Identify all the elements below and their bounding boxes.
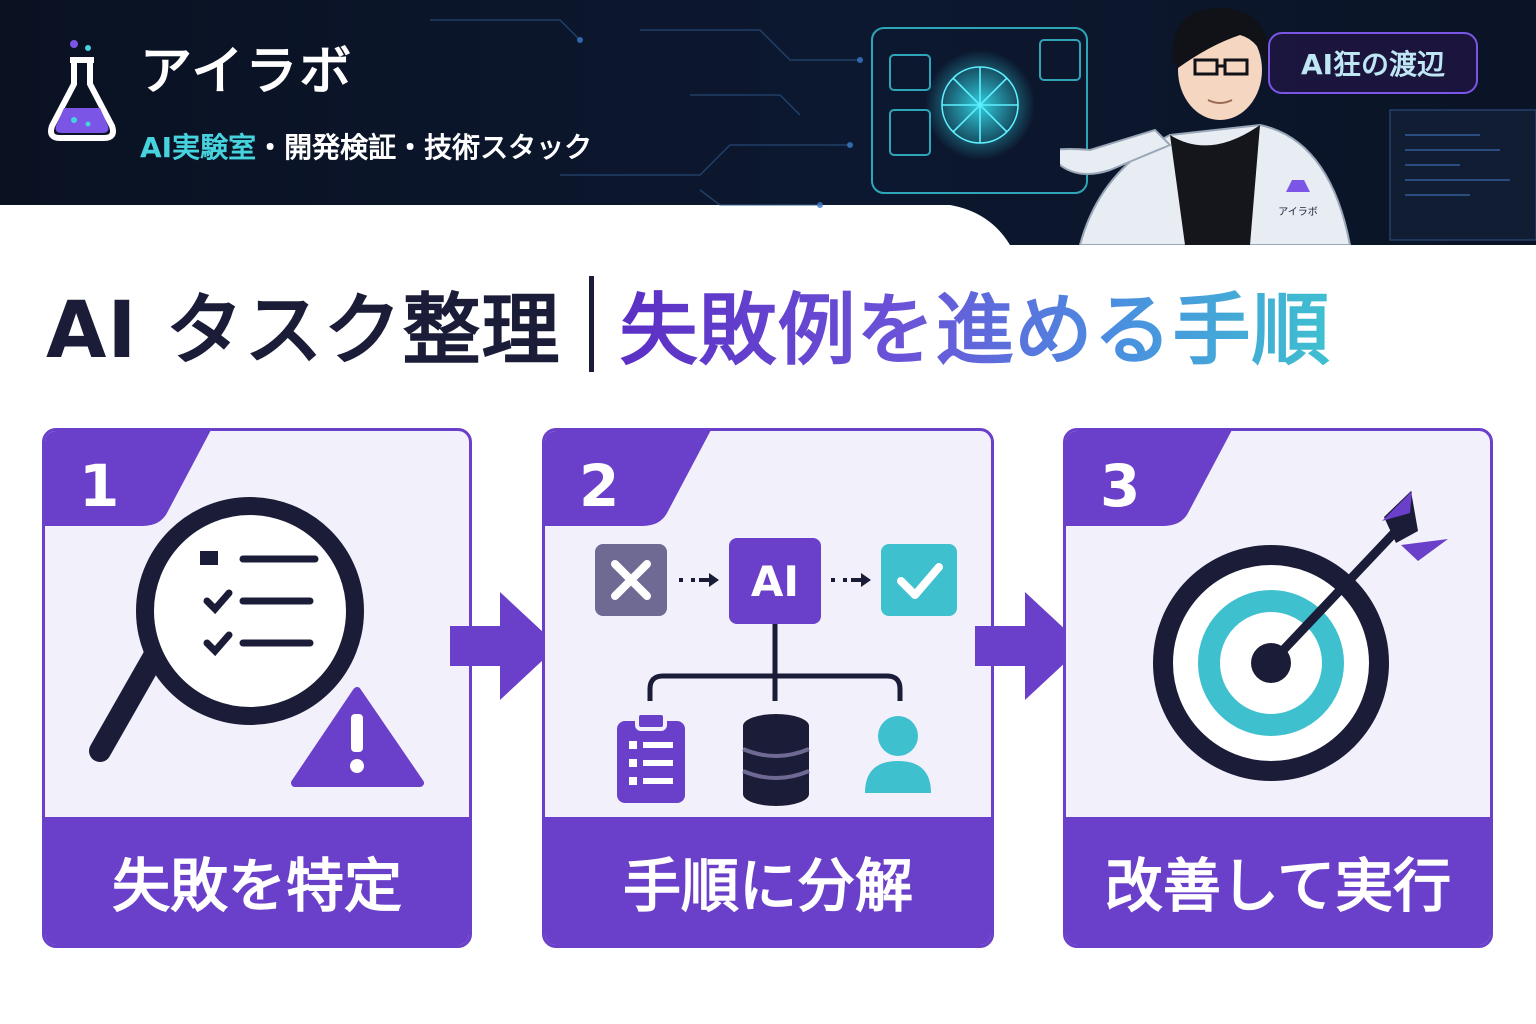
flask-icon bbox=[48, 40, 116, 141]
step-1-illustration bbox=[89, 497, 424, 787]
coat-label: アイラボ bbox=[1278, 206, 1318, 218]
step-card-1: 1 失敗を特定 bbox=[42, 428, 472, 948]
checklist-icon bbox=[200, 551, 319, 657]
title-divider bbox=[588, 276, 594, 372]
step-2-illustration: AI bbox=[595, 538, 957, 806]
database-icon bbox=[742, 714, 810, 806]
step-number: 3 bbox=[1100, 452, 1141, 520]
tagline-accent: AI実験室 bbox=[140, 131, 257, 164]
arrow-icon bbox=[450, 592, 558, 700]
step-tab bbox=[1066, 431, 1232, 526]
step-card-3: 3 改善して実行 bbox=[1063, 428, 1493, 948]
step-number: 1 bbox=[79, 452, 120, 520]
x-box-icon bbox=[595, 544, 667, 616]
step-label: 改善して実行 bbox=[1066, 817, 1490, 945]
arrow-icon bbox=[975, 592, 1083, 700]
warning-icon bbox=[291, 687, 424, 787]
author-badge: AI狂の渡辺 bbox=[1268, 32, 1478, 94]
step-card-2: 2 AI bbox=[542, 428, 994, 948]
step-3-illustration bbox=[1153, 491, 1448, 781]
ai-box-label: AI bbox=[751, 557, 799, 606]
step-number: 2 bbox=[579, 452, 620, 520]
ai-box-icon: AI bbox=[729, 538, 821, 624]
magnifier-icon bbox=[89, 497, 364, 762]
check-box-icon bbox=[881, 544, 957, 616]
title-accent: 失敗例を進める手順 bbox=[620, 268, 1331, 380]
clipboard-icon bbox=[617, 711, 685, 803]
step-label: 失敗を特定 bbox=[45, 817, 469, 945]
title-main: AI タスク整理 bbox=[46, 286, 561, 376]
tagline: AI実験室・開発検証・技術スタック bbox=[140, 126, 592, 166]
step-label: 手順に分解 bbox=[545, 817, 991, 945]
character-illustration: アイラボ bbox=[1060, 7, 1352, 245]
dart-icon bbox=[1266, 491, 1448, 668]
step-tab bbox=[545, 431, 711, 526]
brand-block: アイラボ AI実験室・開発検証・技術スタック bbox=[44, 38, 592, 166]
step-tab bbox=[45, 431, 211, 526]
page-title: AI タスク整理 失敗例を進める手順 bbox=[46, 268, 1331, 380]
tagline-rest: ・開発検証・技術スタック bbox=[256, 131, 593, 164]
header-banner: アイラボ AI実験室・開発検証・技術スタック アイラボ AI狂の渡辺 bbox=[0, 0, 1536, 245]
user-icon bbox=[865, 716, 931, 793]
brand-name: アイラボ bbox=[140, 42, 354, 102]
